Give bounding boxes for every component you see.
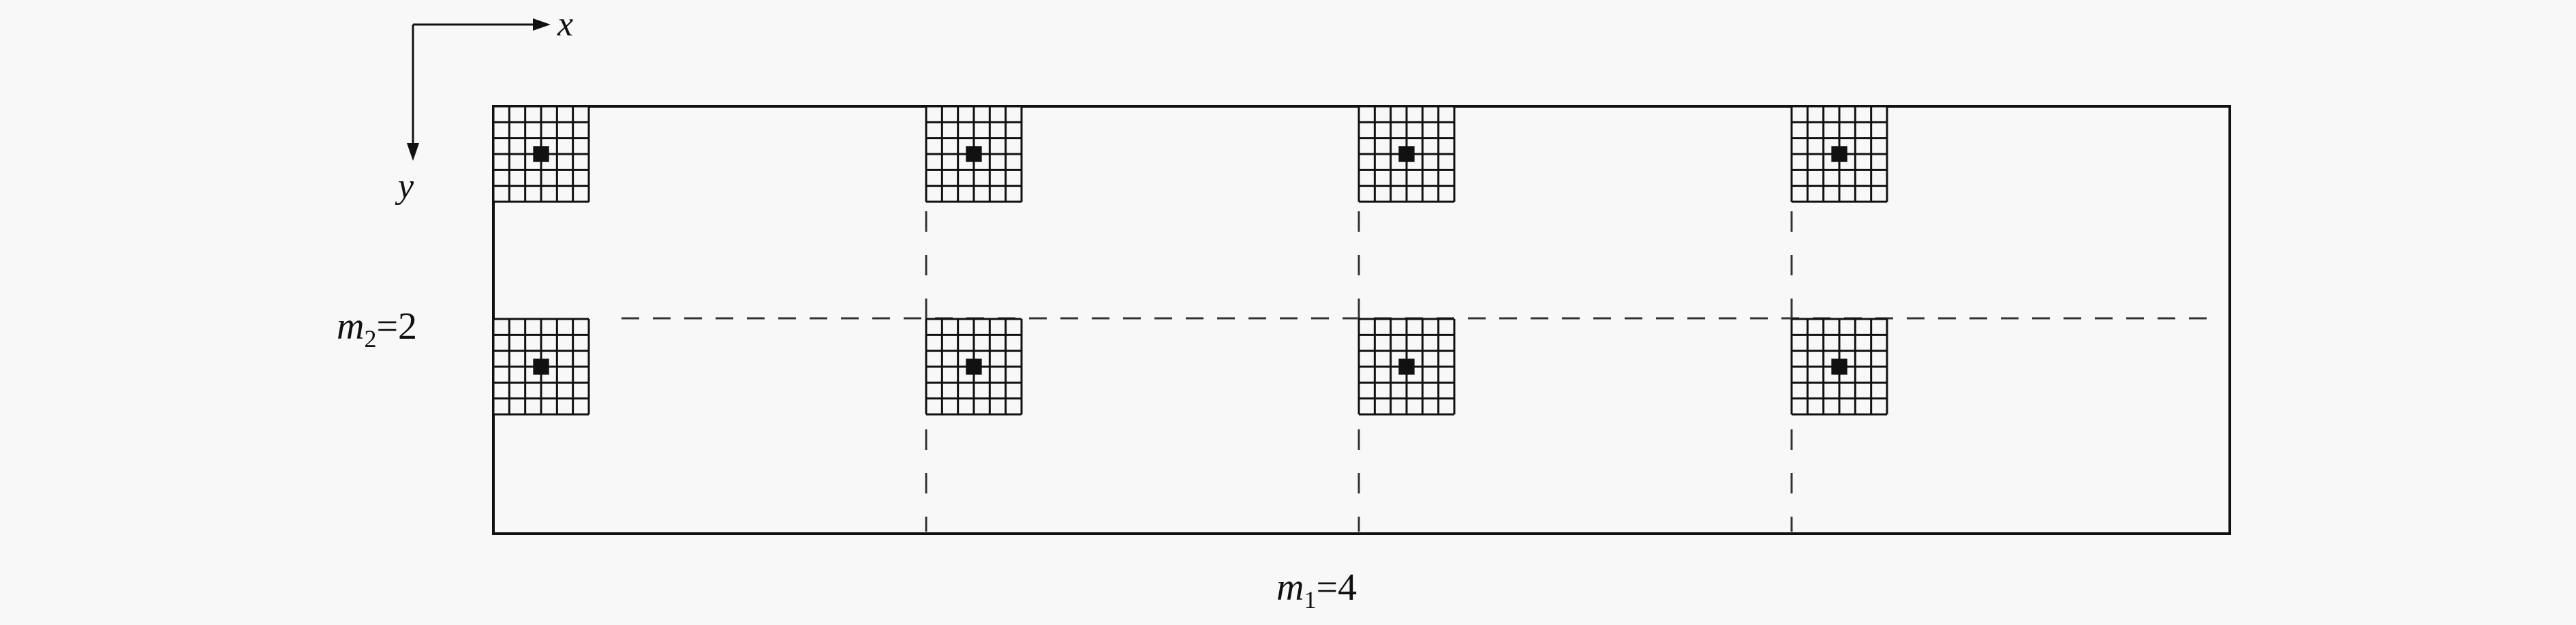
m1-variable: m [1276,566,1304,609]
m2-value: =2 [376,305,417,348]
m2-label: m2=2 [337,305,417,352]
mesh-center-cell [966,146,982,162]
x-axis-label: x [557,5,573,44]
mesh-center-cell [1831,359,1847,375]
mesh-block-r2-c1 [492,318,590,416]
mesh-block-r1-c1 [492,105,590,203]
mesh-block-r2-c2 [925,318,1023,416]
x-axis-arrowhead [533,18,551,31]
axes-indicator: x y [395,5,573,206]
mesh-center-cell [1831,146,1847,162]
mesh-block-r1-c2 [925,105,1023,203]
mesh-block-r2-c3 [1358,318,1456,416]
y-axis-label: y [395,167,414,206]
mesh-block-r1-c4 [1790,105,1888,203]
mesh-block-r1-c3 [1358,105,1456,203]
m1-label: m1=4 [1276,566,1357,613]
m2-subscript: 2 [364,325,376,352]
mesh-block-r2-c4 [1790,318,1888,416]
m2-variable: m [337,305,364,348]
y-axis-arrowhead [407,143,419,161]
m1-subscript: 1 [1304,586,1316,613]
mesh-center-cell [1398,359,1415,375]
mesh-center-cell [533,146,549,162]
mesh-center-cell [533,359,549,375]
mesh-center-cell [966,359,982,375]
m1-value: =4 [1316,566,1357,609]
subdomain-blocks [492,105,1888,416]
mesh-center-cell [1398,146,1415,162]
